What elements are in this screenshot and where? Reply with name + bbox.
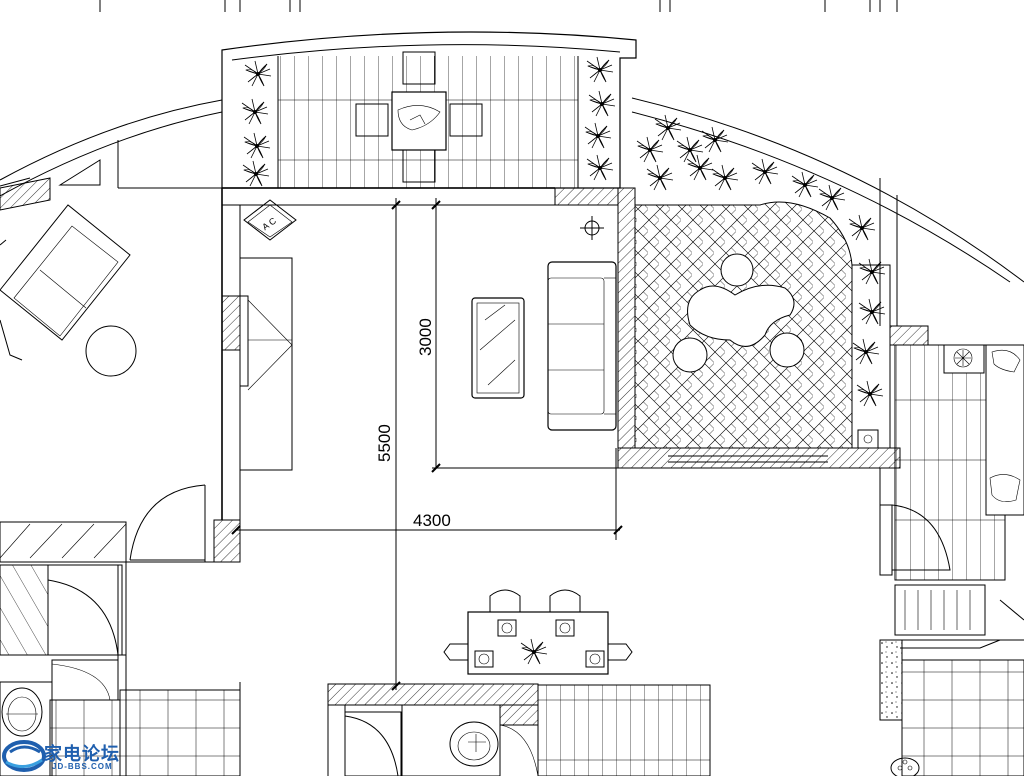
left-lower-rooms: [0, 484, 241, 776]
courtyard: [554, 187, 901, 469]
dim-sofa-span: 3000: [416, 318, 435, 356]
watermark-name-cn: 家电论坛: [44, 744, 120, 765]
ac-unit: A C: [243, 199, 297, 241]
ac-label: A C: [260, 215, 278, 232]
coffee-table: [471, 297, 525, 399]
tv-cabinet: [239, 257, 293, 471]
dimension-lines: [231, 198, 623, 691]
living-walls: [213, 187, 555, 563]
watermark-logo: [2, 740, 46, 772]
wall-hatch-left: [0, 177, 51, 211]
sofa: [547, 261, 617, 431]
facade-arcs: [0, 97, 1024, 283]
dim-living-width: 4300: [413, 511, 451, 530]
tea-table-set: [355, 51, 483, 183]
outer-lines: [879, 178, 898, 505]
right-rooms: [879, 325, 1024, 776]
bottom-rooms: [327, 683, 711, 776]
dim-living-depth: 5500: [375, 424, 394, 462]
dining-set: [443, 589, 633, 675]
left-lounge: [0, 204, 137, 377]
light-icon: [580, 216, 604, 240]
grid-ticks: [99, 0, 898, 12]
watermark-name-en: JD-BBS.COM: [52, 762, 113, 771]
